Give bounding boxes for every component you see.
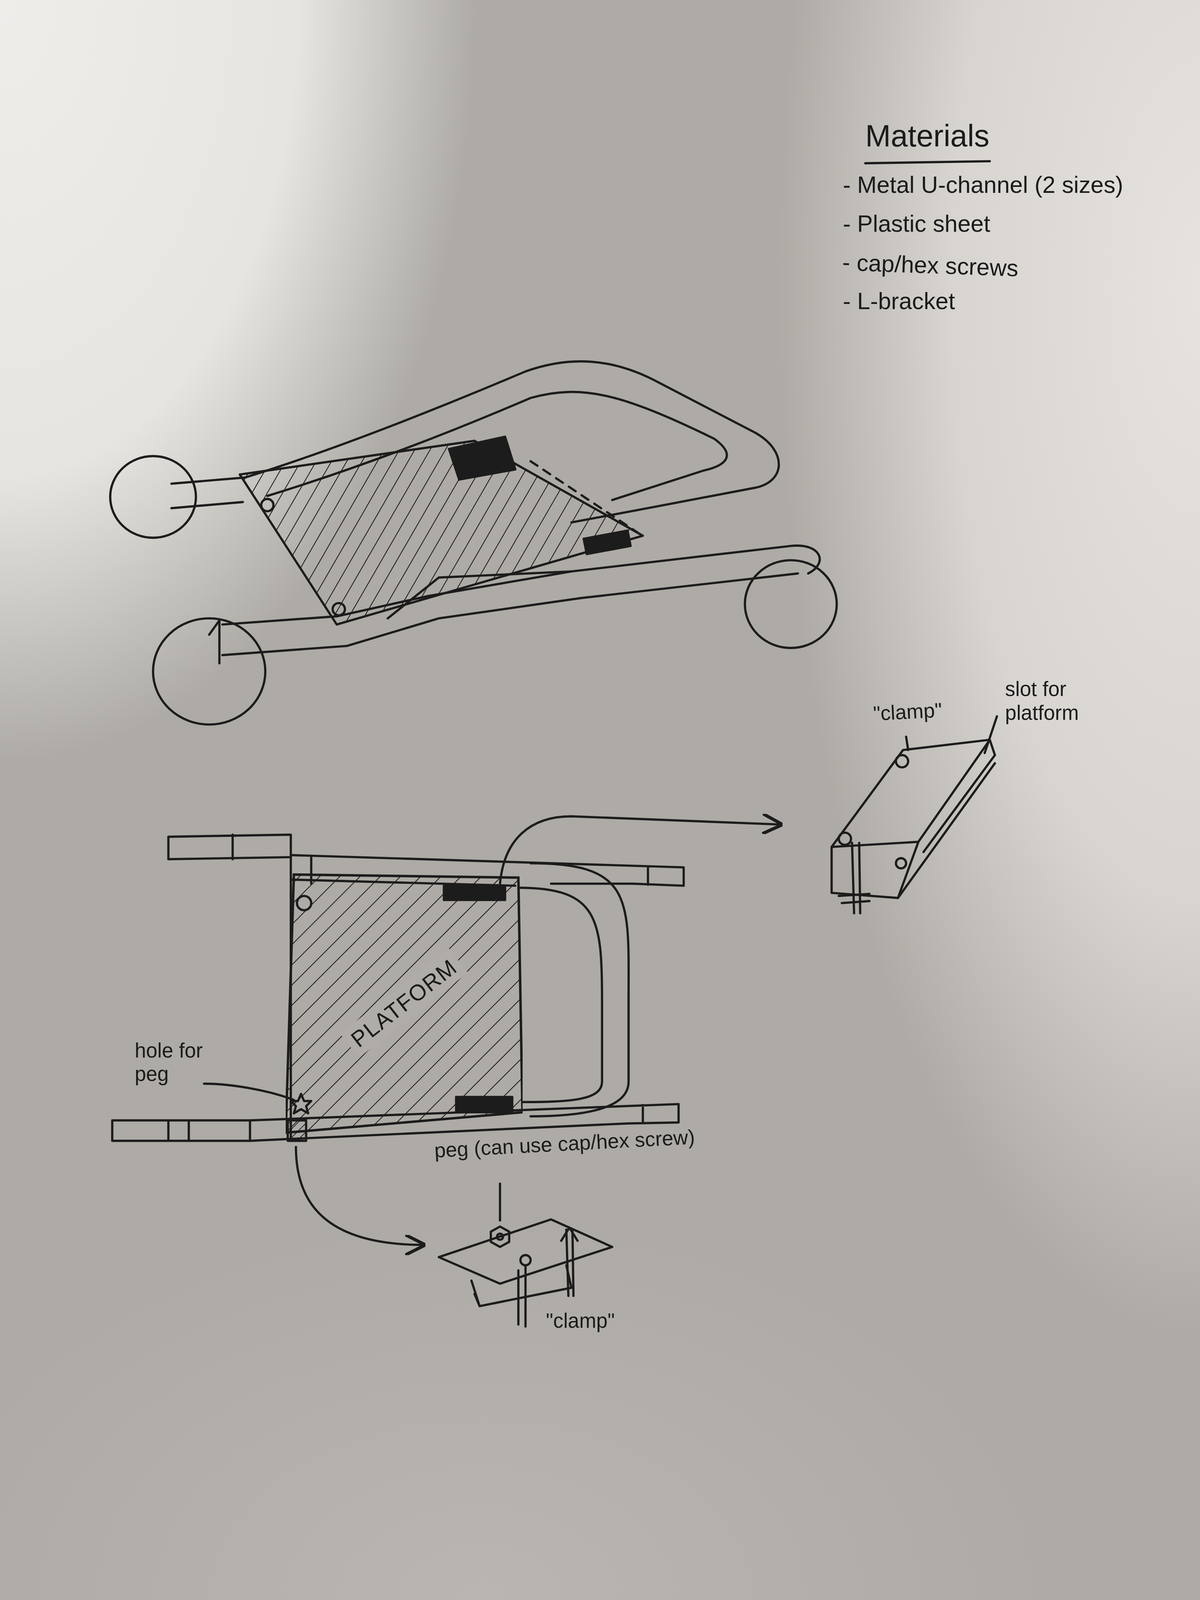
- stroller-top-view: [168, 834, 291, 860]
- clamp-detail: [898, 739, 995, 899]
- part-name: "clamp": [546, 1309, 616, 1333]
- stroller-perspective: [239, 440, 643, 625]
- part-note: hole for peg: [134, 1038, 229, 1086]
- part-name: "clamp": [872, 698, 943, 726]
- detail-arrow: [296, 1146, 424, 1245]
- stroller-perspective: [110, 361, 837, 725]
- stroller-perspective: [583, 530, 631, 554]
- materials-item: - Metal U-channel (2 sizes): [842, 171, 1124, 199]
- peg-detail: [203, 1083, 294, 1100]
- platform-panel: PLATFORM: [285, 869, 523, 1137]
- peg-detail: [496, 1233, 503, 1240]
- stroller-perspective: [448, 436, 516, 480]
- stroller-perspective: [110, 455, 197, 538]
- stroller-perspective: [171, 477, 245, 508]
- stroller-perspective: [332, 603, 345, 616]
- peg-detail: [561, 1227, 578, 1241]
- stroller-top-view: [518, 887, 602, 1102]
- heading-underline: [865, 161, 991, 164]
- stroller-perspective: [261, 498, 274, 512]
- materials-item: - cap/hex screws: [842, 248, 1020, 282]
- stroller-top-view: [112, 1120, 250, 1141]
- clamp-detail: [896, 755, 909, 768]
- clamp-detail: [838, 832, 852, 845]
- materials-item: - L-bracket: [842, 287, 956, 315]
- peg-detail: [498, 1183, 502, 1221]
- detail-arrow: [500, 816, 781, 884]
- stroller-top-view: [112, 834, 684, 1141]
- part-note: slot for platform: [1005, 677, 1120, 725]
- platform-outline: [285, 874, 523, 1133]
- materials-item: - Plastic sheet: [842, 210, 991, 238]
- peg-detail: [520, 1255, 531, 1266]
- peg-detail: [490, 1226, 510, 1247]
- peg-detail: [471, 1265, 572, 1307]
- clamp-detail: [896, 858, 907, 869]
- materials-heading: Materials: [865, 118, 990, 154]
- stroller-perspective: [222, 573, 799, 656]
- clamp-detail: [838, 842, 870, 914]
- stroller-perspective: [530, 461, 638, 533]
- clamp-detail: [831, 716, 998, 914]
